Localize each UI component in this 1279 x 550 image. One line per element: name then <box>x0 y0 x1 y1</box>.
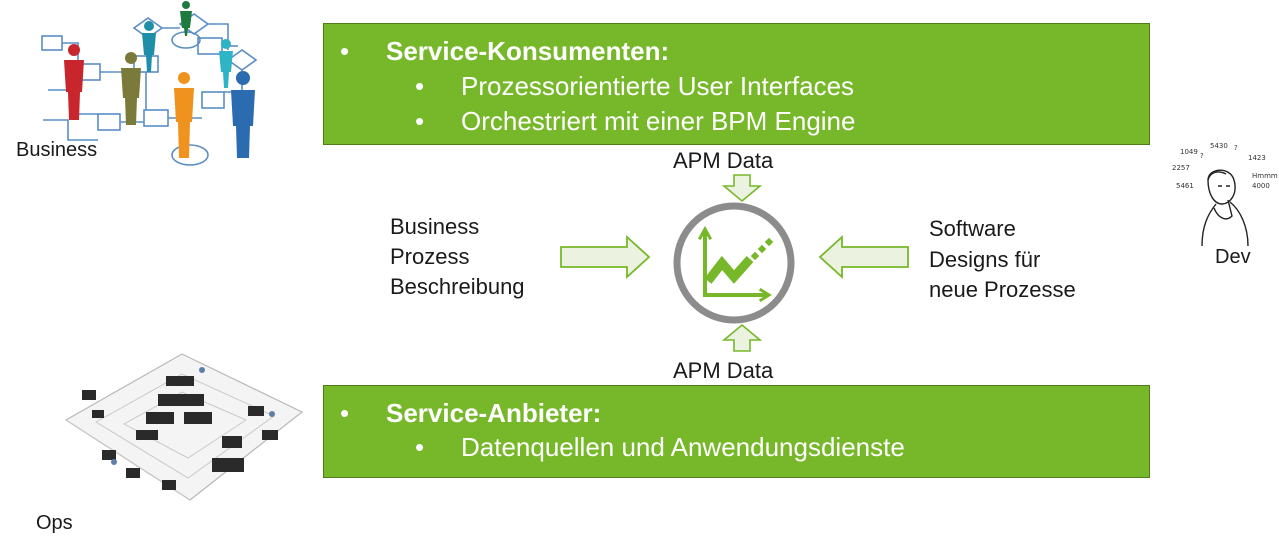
consumer-item: Orchestriert mit einer BPM Engine <box>461 106 856 136</box>
svg-text:1049: 1049 <box>1180 148 1198 156</box>
business-label: Business <box>16 139 98 161</box>
svg-text:2257: 2257 <box>1172 164 1190 172</box>
provider-item: Datenquellen und Anwendungsdienste <box>461 432 905 462</box>
business-process-label-2: Prozess <box>390 244 470 269</box>
svg-text:5430: 5430 <box>1210 142 1228 150</box>
bullet: • <box>415 71 425 101</box>
chart-trend-icon <box>673 202 795 324</box>
dev-label: Dev <box>1215 246 1251 268</box>
arrow-right-icon <box>560 234 651 280</box>
consumer-item: Prozessorientierte User Interfaces <box>461 71 855 101</box>
software-designs-label-2: Designs für <box>929 247 1041 272</box>
svg-text:1423: 1423 <box>1248 154 1266 162</box>
bullet: • <box>415 106 425 136</box>
svg-text:?: ? <box>1234 144 1238 152</box>
svg-text:?: ? <box>1200 152 1204 160</box>
svg-text:Hmmm: Hmmm <box>1252 172 1278 180</box>
service-consumers-heading: Service-Konsumenten: <box>386 36 670 66</box>
arrow-down-icon <box>721 174 763 203</box>
software-designs-label-1: Software <box>929 216 1016 241</box>
business-process-label-3: Beschreibung <box>390 274 525 299</box>
business-process-label-1: Business <box>390 214 480 239</box>
ops-label: Ops <box>36 512 73 534</box>
software-designs-label-3: neue Prozesse <box>929 277 1076 302</box>
apm-data-top-label: APM Data <box>673 148 774 173</box>
people-process-map-icon <box>41 1 258 166</box>
bullet: • <box>340 398 350 428</box>
bullet: • <box>415 432 425 462</box>
arrow-left-icon <box>818 234 909 280</box>
service-providers-box: • Service-Anbieter: • Datenquellen und A… <box>323 385 1150 478</box>
bullet: • <box>340 36 350 66</box>
svg-text:4000: 4000 <box>1252 182 1270 190</box>
svg-text:5461: 5461 <box>1176 182 1194 190</box>
datacenter-floorplan-icon <box>64 353 304 501</box>
thinking-developer-icon: 1049 5430 1423 2257 Hmmm 5461 4000 ? ? <box>1172 142 1278 247</box>
service-consumers-box: • Service-Konsumenten: • Prozessorientie… <box>323 23 1150 145</box>
arrow-up-icon <box>721 323 763 352</box>
service-providers-heading: Service-Anbieter: <box>386 398 602 428</box>
apm-data-bottom-label: APM Data <box>673 358 774 383</box>
